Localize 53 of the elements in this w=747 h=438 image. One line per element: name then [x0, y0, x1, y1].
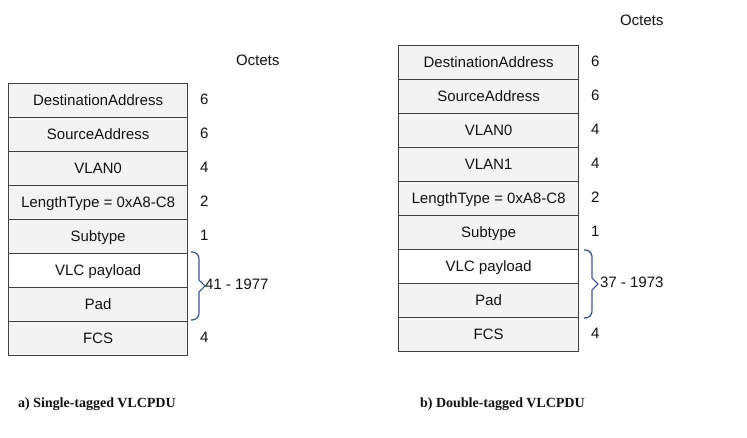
- field-name: Subtype: [70, 228, 126, 245]
- field-box: [398, 79, 579, 114]
- octet-count: 1: [591, 223, 600, 240]
- field-name: LengthType = 0xA8-C8: [21, 194, 175, 211]
- octet-count: 6: [591, 87, 600, 104]
- octet-count: 4: [591, 121, 600, 138]
- field-name: VLAN0: [74, 160, 122, 177]
- field-name: DestinationAddress: [423, 54, 554, 71]
- field-box: [8, 185, 188, 220]
- field-box: [8, 287, 188, 322]
- field-box: [398, 317, 579, 352]
- field-box: [398, 147, 579, 182]
- field-name: LengthType = 0xA8-C8: [412, 190, 566, 207]
- field-name: Pad: [84, 296, 112, 313]
- field-box: [398, 181, 579, 216]
- octet-count: 6: [200, 91, 208, 108]
- field-name: DestinationAddress: [32, 92, 164, 109]
- octet-count: 6: [200, 125, 208, 142]
- field-name: Pad: [475, 292, 502, 309]
- octet-count: 6: [591, 53, 600, 70]
- field-box: [398, 45, 579, 80]
- field-name: FCS: [83, 330, 113, 347]
- field-box: [8, 253, 188, 288]
- octet-count: 4: [200, 329, 208, 346]
- figure-caption: b) Double-tagged VLCPDU: [420, 396, 585, 412]
- field-name: VLAN0: [464, 122, 512, 139]
- field-name: SourceAddress: [46, 126, 150, 143]
- figure-caption: a) Single-tagged VLCPDU: [18, 396, 176, 412]
- unit-heading: Octets: [620, 12, 664, 29]
- field-box: [8, 117, 188, 152]
- field-box: [398, 113, 579, 148]
- octet-count: 2: [591, 189, 600, 206]
- octet-count: 4: [591, 325, 600, 342]
- field-box: [8, 83, 188, 118]
- field-box: [8, 321, 188, 356]
- octet-count: 4: [591, 155, 600, 172]
- field-name: VLC payload: [446, 258, 532, 275]
- octet-count: 1: [200, 227, 208, 244]
- length-range: 41 - 1977: [205, 276, 268, 293]
- field-box: [8, 219, 188, 254]
- field-box: [398, 215, 579, 250]
- field-name: FCS: [474, 326, 504, 343]
- field-name: VLAN1: [464, 156, 512, 173]
- length-range: 37 - 1973: [600, 274, 664, 291]
- octet-count: 2: [200, 193, 208, 210]
- field-box: [398, 249, 579, 284]
- field-box: [8, 151, 188, 186]
- octet-count: 4: [200, 159, 208, 176]
- unit-heading: Octets: [236, 52, 280, 69]
- field-name: SourceAddress: [437, 88, 540, 105]
- field-box: [398, 283, 579, 318]
- field-name: VLC payload: [55, 262, 141, 279]
- field-name: Subtype: [460, 224, 516, 241]
